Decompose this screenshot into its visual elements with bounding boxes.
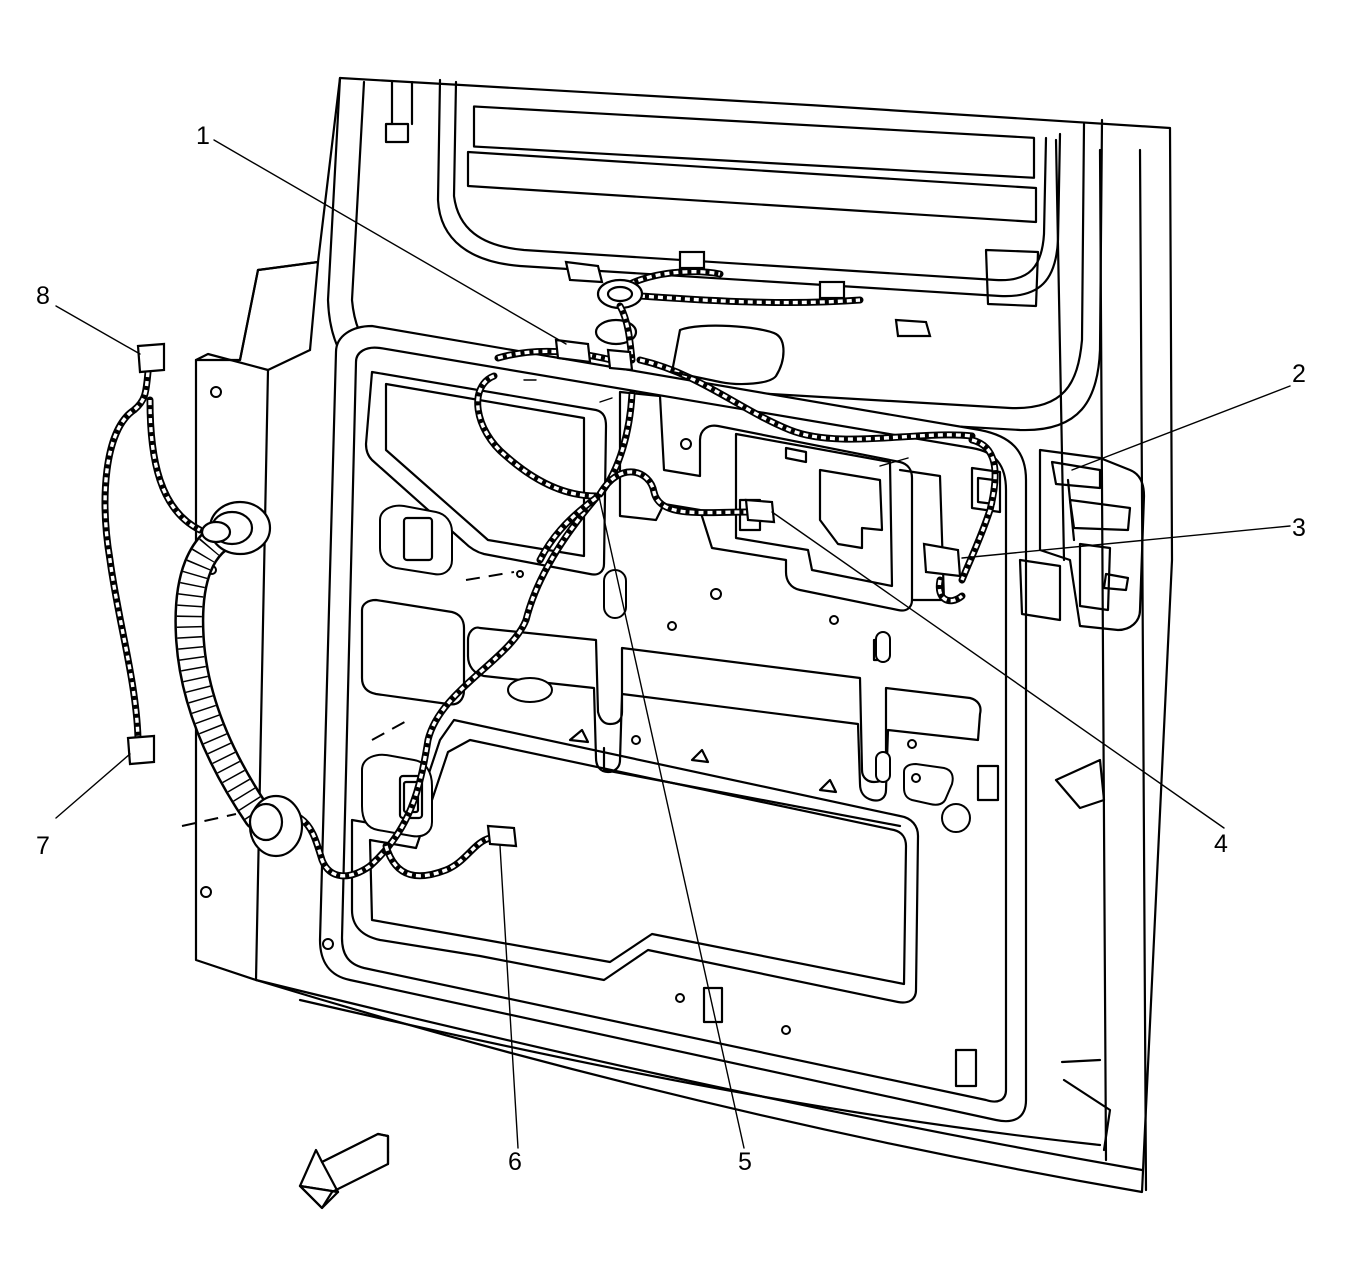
- callout-7: 7: [36, 832, 50, 860]
- callout-4: 4: [1214, 830, 1228, 858]
- inner-harness: [296, 338, 999, 880]
- leader-lines: [55, 139, 1291, 1149]
- callout-2: 2: [1292, 360, 1306, 388]
- hinge-conduit: [174, 500, 304, 858]
- callout-8: 8: [36, 282, 50, 310]
- front-of-vehicle-arrow-icon: [298, 1132, 390, 1210]
- callout-5: 5: [738, 1148, 752, 1176]
- upper-wiring-and-grommet: [494, 250, 976, 443]
- callout-3: 3: [1292, 514, 1306, 542]
- inner-door-panel: [318, 324, 1146, 1123]
- callout-1: 1: [196, 122, 210, 150]
- callout-6: 6: [508, 1148, 522, 1176]
